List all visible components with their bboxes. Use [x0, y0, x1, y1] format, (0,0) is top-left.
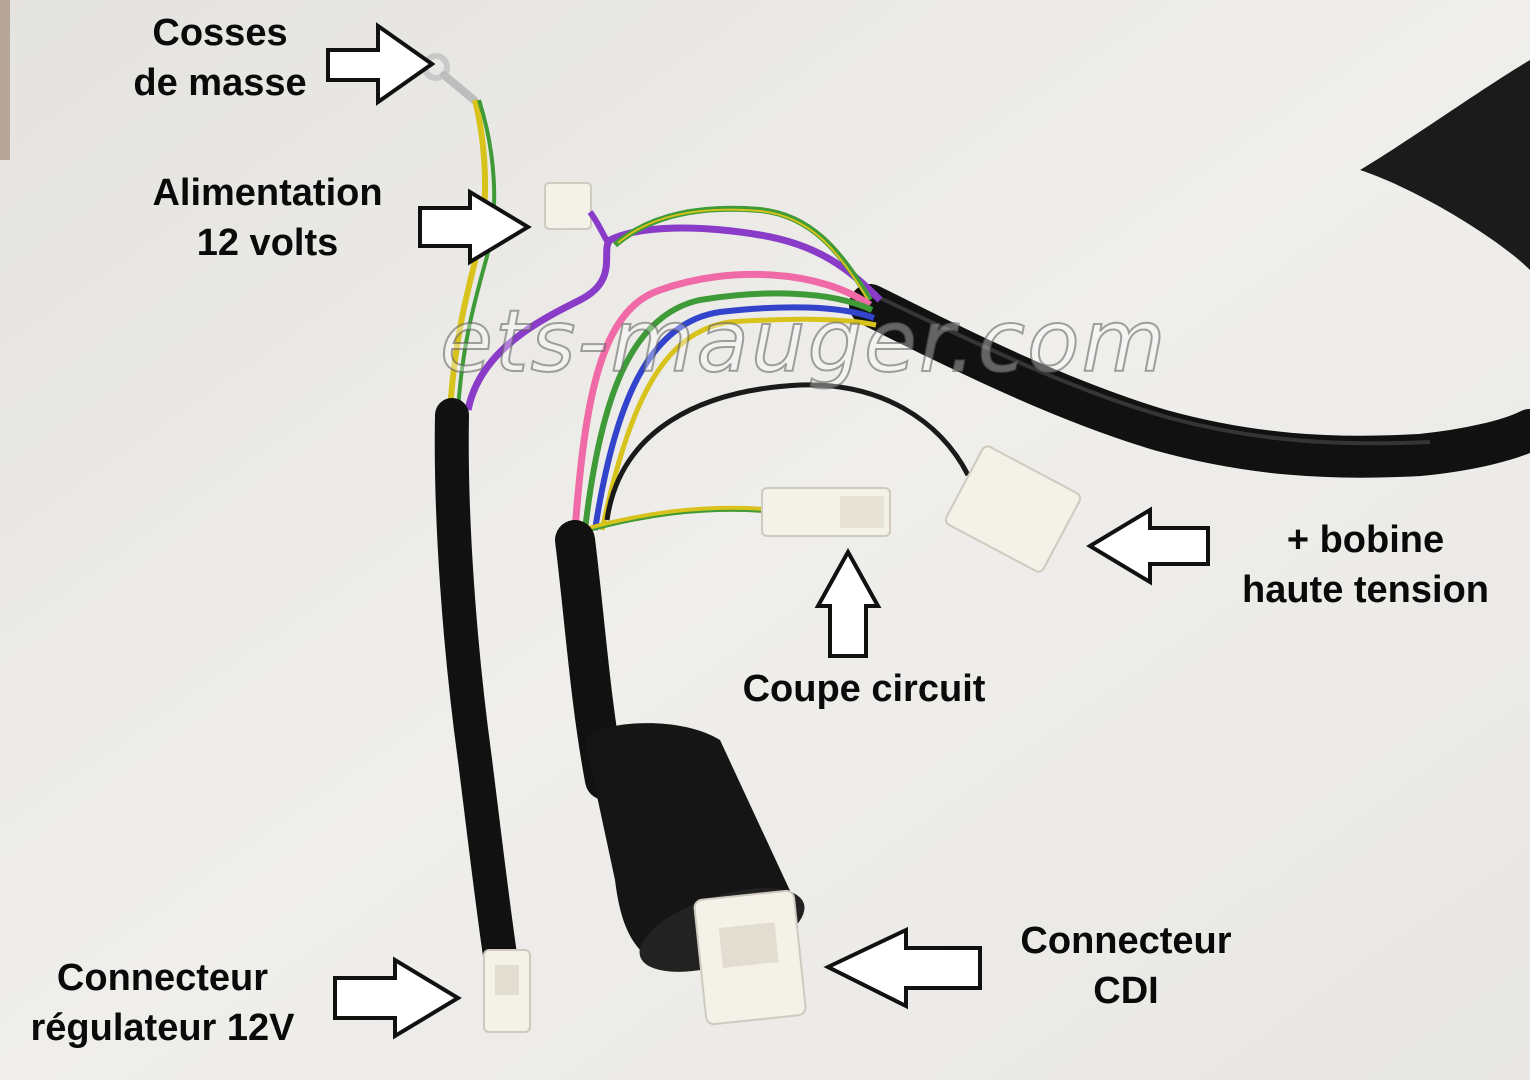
- label-regulator-connector-line2: régulateur 12V: [30, 1007, 295, 1049]
- label-regulator-connector-line1: Connecteur: [56, 957, 269, 999]
- label-power-12v: Alimentation 12 volts: [130, 168, 405, 268]
- arrow-right-power: [418, 188, 532, 266]
- label-power-12v-line1: Alimentation: [152, 172, 383, 214]
- purple-wire: [464, 224, 883, 411]
- kill-switch-wire: [584, 505, 766, 533]
- power-connector: [544, 182, 592, 230]
- green-yellow-upper-stripe: [617, 208, 869, 301]
- dark-object-top-right: [1360, 60, 1530, 270]
- table-edge: [0, 0, 10, 160]
- blue-wire: [592, 304, 876, 531]
- watermark-text: ets-mauger.com: [439, 291, 1168, 393]
- arrow-up-kill: [814, 547, 882, 658]
- label-ignition-coil: + bobine haute tension: [1218, 515, 1513, 615]
- label-cdi-connector: Connecteur CDI: [1000, 916, 1252, 1016]
- arrow-left-cdi: [823, 926, 982, 1010]
- kill-switch-connector-end: [840, 496, 884, 528]
- green-wire: [582, 290, 874, 531]
- arrow-left-coil: [1086, 506, 1210, 586]
- arrow-right-ground: [326, 22, 436, 106]
- label-ignition-coil-line2: haute tension: [1241, 569, 1490, 611]
- label-cdi-connector-line2: CDI: [1093, 970, 1159, 1012]
- label-ignition-coil-line1: + bobine: [1286, 519, 1445, 561]
- cdi-connector-slot: [718, 922, 779, 968]
- pink-wire: [571, 270, 873, 531]
- label-ground-lugs: Cosses de masse: [115, 8, 325, 108]
- arrow-right-regulator: [333, 956, 462, 1040]
- ground-wire-b: [456, 99, 497, 411]
- label-cdi-connector-line1: Connecteur: [1020, 920, 1232, 962]
- coil-connector: [944, 445, 1082, 573]
- black-coil-wire: [604, 382, 971, 521]
- kill-switch-wire-stripe: [584, 509, 766, 533]
- label-regulator-connector: Connecteur régulateur 12V: [10, 953, 315, 1053]
- label-kill-switch: Coupe circuit: [718, 664, 1010, 714]
- regulator-sheath: [434, 398, 517, 972]
- main-cable-sheath: [849, 284, 1530, 478]
- power-connector-lead: [587, 210, 613, 248]
- label-kill-switch-line1: Coupe circuit: [742, 668, 986, 710]
- yellow-wire: [599, 316, 877, 531]
- label-ground-lugs-line2: de masse: [133, 62, 307, 104]
- regulator-connector-slot: [495, 965, 519, 995]
- ground-lug-crimp: [440, 71, 478, 104]
- label-power-12v-line2: 12 volts: [196, 222, 339, 264]
- main-cable-highlight: [879, 296, 1431, 446]
- label-ground-lugs-line1: Cosses: [152, 12, 288, 54]
